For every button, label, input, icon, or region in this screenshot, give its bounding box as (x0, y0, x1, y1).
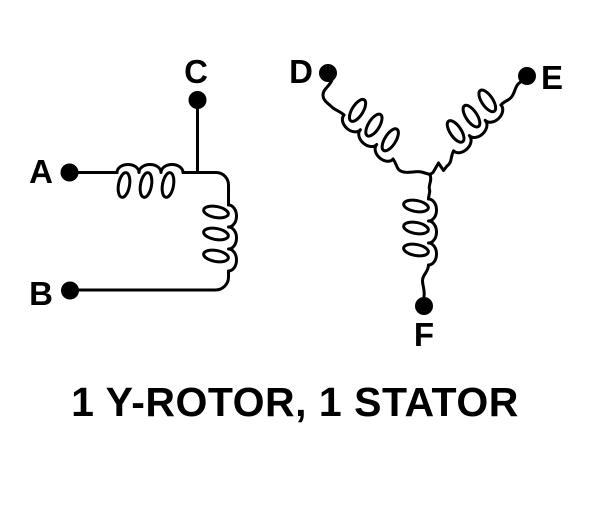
terminal-dot-f (415, 297, 433, 315)
terminal-dot-d (319, 64, 337, 82)
rotor-figure (321, 78, 522, 298)
terminal-label-c: C (184, 53, 208, 90)
wire-top-run-and-corner (181, 171, 230, 207)
wire-bottom-run-and-corner (77, 269, 230, 292)
stator-horizontal-coil (114, 163, 185, 200)
stator-vertical-coil (201, 202, 238, 273)
wire-d-to-center (391, 157, 432, 176)
terminal-label-e: E (541, 59, 563, 96)
terminal-label-f: F (414, 316, 434, 353)
rotor-coil-d (336, 93, 412, 167)
rotor-coil-e (434, 84, 509, 159)
terminal-label-d: D (289, 53, 313, 90)
wire-e-lead (499, 80, 522, 107)
terminal-label-b: B (29, 275, 53, 312)
wire-e-to-center (428, 149, 455, 176)
wire-d-lead (321, 78, 346, 117)
terminal-label-a: A (29, 153, 53, 190)
terminal-dot-b (61, 281, 79, 300)
wire-f-from-center (427, 173, 433, 201)
terminal-dot-c (188, 91, 207, 109)
wire-f-tail (421, 263, 430, 298)
terminal-dot-e (518, 67, 536, 85)
diagram-title: 1 Y-ROTOR, 1 STATOR (71, 379, 519, 425)
rotor-coil-f (401, 196, 438, 267)
stator-figure (77, 102, 238, 292)
terminal-dot-a (60, 163, 79, 182)
